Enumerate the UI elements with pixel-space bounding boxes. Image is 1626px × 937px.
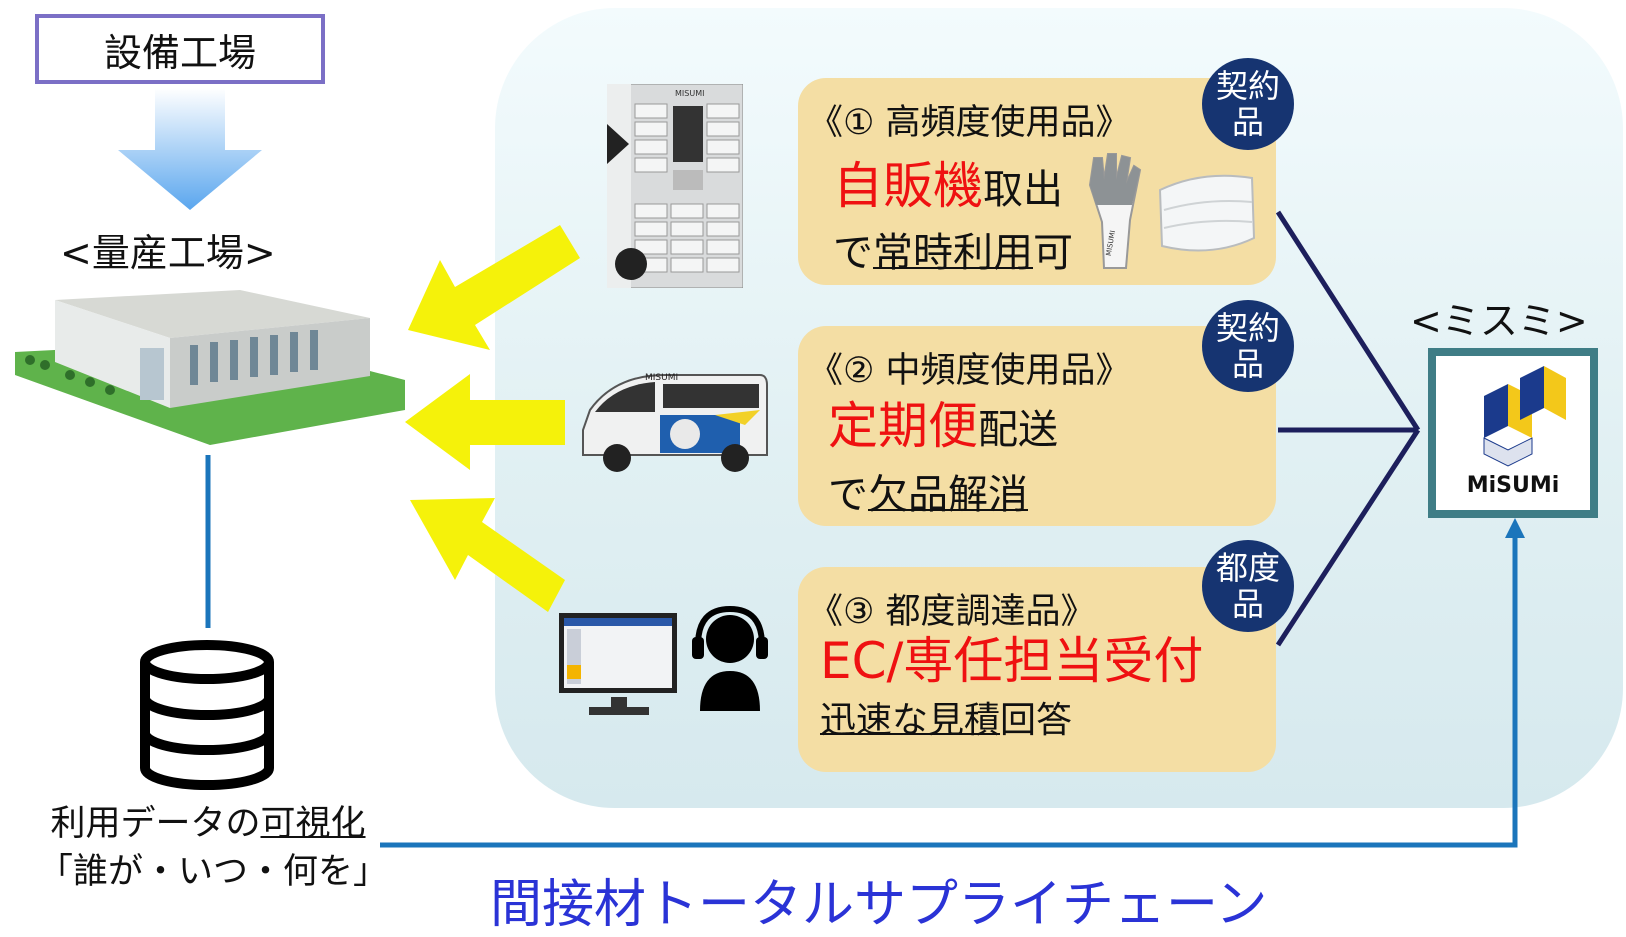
down-arrow [118, 88, 262, 210]
card-on-demand: 《③ 都度調達品》 EC/専任担当受付 迅速な見積回答 [798, 567, 1276, 772]
link-line-1 [1275, 210, 1421, 432]
operator-headset-icon [692, 605, 768, 711]
supply-chain-title: 間接材トータルサプライチェーン [490, 875, 1268, 935]
card-title: 《① 高頻度使用品》 [808, 103, 1131, 143]
factory-building-icon [15, 290, 405, 445]
card-sub-line: で常時利用可 [833, 230, 1073, 276]
card-main-line: EC/専任担当受付 [820, 632, 1204, 690]
card-title: 《② 中頻度使用品》 [808, 351, 1131, 391]
feedback-arrow [380, 535, 1518, 848]
yellow-arrow-2 [405, 374, 565, 470]
card-main-line: 定期便配送 [828, 397, 1058, 455]
data-visualization-label: 利用データの可視化 「誰が・いつ・何を」 [38, 804, 389, 892]
yellow-arrow-3 [410, 498, 565, 612]
card-title: 《③ 都度調達品》 [808, 592, 1096, 632]
web-monitor-image [559, 613, 677, 715]
yellow-arrow-1 [408, 225, 580, 350]
misumi-logo-box: MiSUMi [1428, 348, 1598, 518]
card-sub-line: で欠品解消 [828, 472, 1028, 518]
vending-machine-image: MISUMI [607, 84, 743, 288]
contract-badge-2: 契約品 [1202, 300, 1294, 392]
equipment-factory-label: 設備工場 [103, 30, 256, 75]
misumi-logo-icon: MiSUMi [1467, 366, 1566, 498]
link-line-3 [1275, 428, 1421, 647]
van-brand-text: MISUMI [645, 373, 678, 383]
delivery-van-image: MISUMI [582, 373, 768, 472]
card-main-line: 自販機取出 [833, 157, 1063, 215]
misumi-logo-text: MiSUMi [1467, 473, 1560, 498]
misumi-label: <ミスミ> [1410, 299, 1588, 343]
vending-brand-text: MISUMI [675, 89, 704, 98]
card-mid-frequency: 《② 中頻度使用品》 定期便配送 で欠品解消 [798, 326, 1276, 526]
card-sub-line: 迅速な見積回答 [820, 700, 1073, 741]
card-high-frequency: 《① 高頻度使用品》 自販機取出 で常時利用可 MISUMI [798, 78, 1276, 285]
database-icon [140, 640, 274, 790]
mass-factory-label: <量産工場> [60, 231, 276, 275]
contract-badge-1: 契約品 [1202, 58, 1294, 150]
glove-and-mask-image: MISUMI [1088, 153, 1256, 269]
equipment-factory-box: 設備工場 [35, 14, 325, 84]
spot-badge-3: 都度品 [1202, 540, 1294, 632]
